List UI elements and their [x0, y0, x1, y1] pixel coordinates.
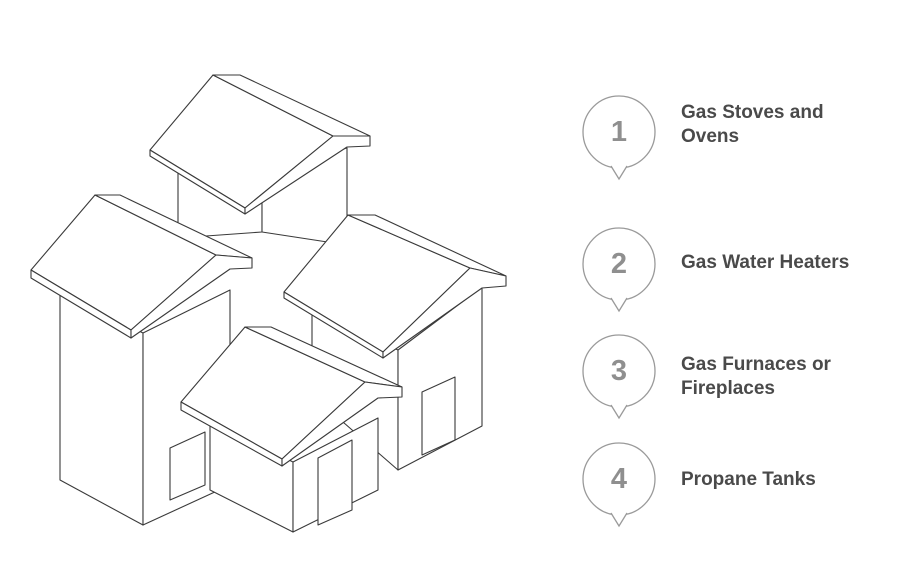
step-3-marker: 3 — [581, 333, 657, 425]
back-house — [149, 74, 371, 246]
map-pin-icon — [582, 442, 656, 528]
step-number: 4 — [610, 463, 628, 495]
step-number: 3 — [610, 355, 628, 387]
map-pin-icon — [582, 334, 656, 420]
step-1-marker: 1 — [581, 94, 657, 186]
right-house — [283, 214, 507, 471]
step-label: Propane Tanks — [681, 469, 816, 490]
map-pin-icon — [582, 227, 656, 313]
step-2-marker: 2 — [581, 226, 657, 318]
step-number: 1 — [610, 116, 628, 148]
front-house — [180, 326, 403, 533]
step-label: Gas Stoves and Ovens — [681, 102, 824, 147]
step-4-marker: 4 — [581, 441, 657, 533]
step-number: 2 — [610, 248, 628, 280]
houses-illustration — [30, 74, 507, 533]
step-label: Gas Furnaces or Fireplaces — [681, 354, 831, 399]
left-house — [30, 194, 253, 526]
step-label: Gas Water Heaters — [681, 252, 850, 273]
map-pin-icon — [582, 95, 656, 181]
